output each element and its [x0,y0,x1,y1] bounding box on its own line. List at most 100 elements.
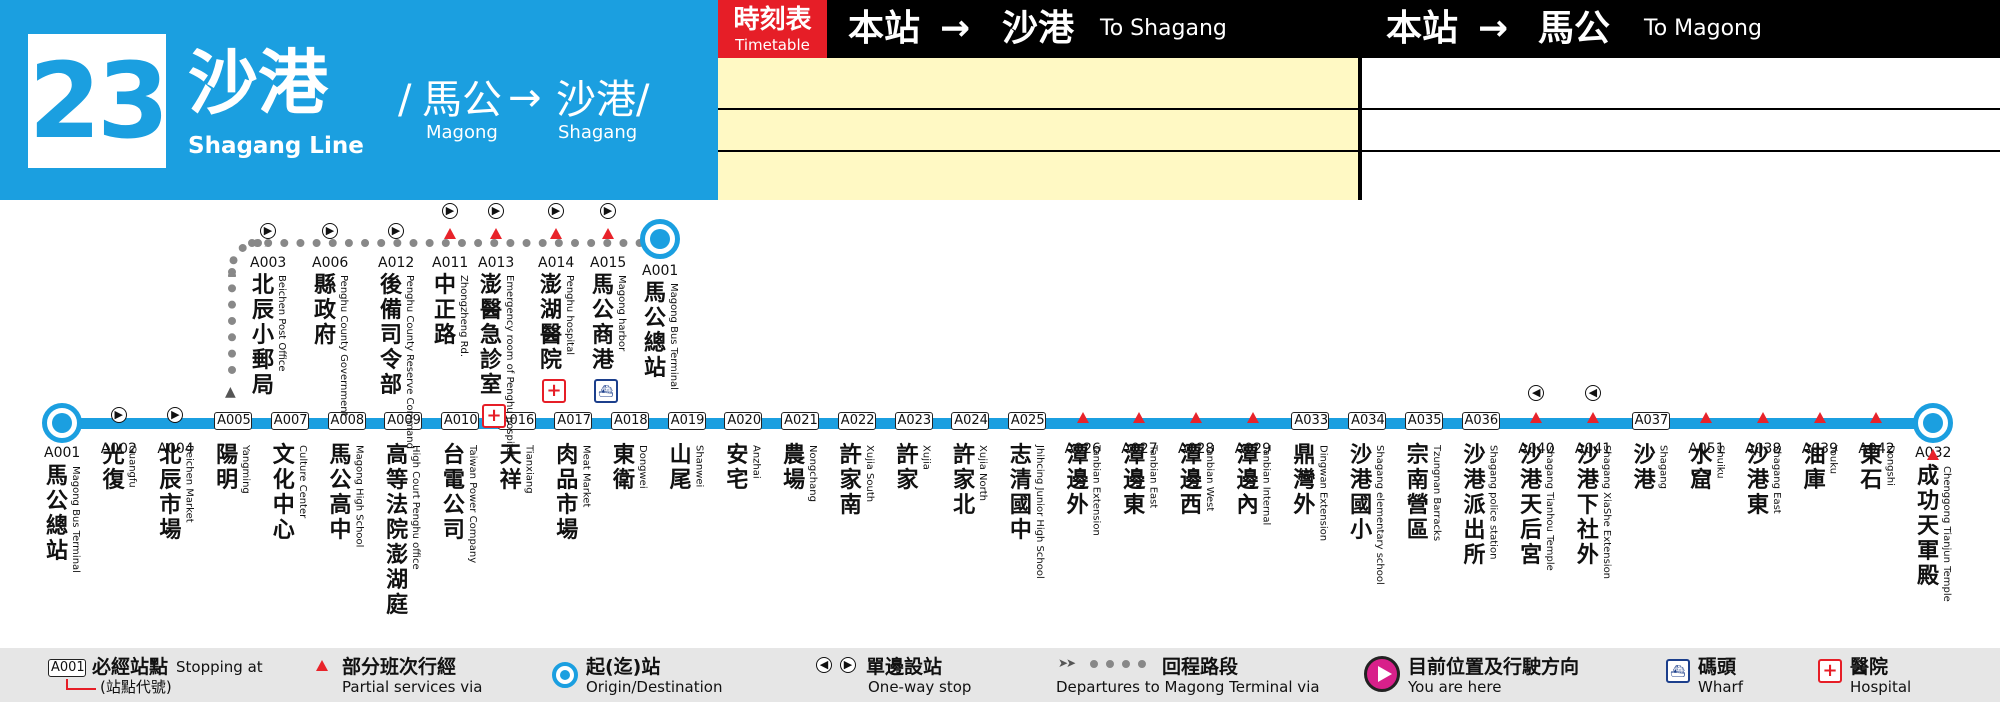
terminal-circle-icon [1913,403,1954,443]
timetable-label-chinese: 時刻表 [733,5,812,35]
timetable-label: 時刻表 Timetable [718,0,827,58]
stop-name-english: Tanbian Internal [1260,445,1272,526]
stop-code-box: A035 [1404,412,1443,430]
stop-code: A013 [478,255,515,271]
stop-name-english: High Court Penghu office [410,445,422,570]
stop-code-box: A018 [611,412,649,430]
stop-code: A040 [1518,441,1555,457]
partial-service-triangle-icon [1700,412,1713,423]
stop-code: A028 [1178,441,1215,457]
stop-name-chinese: 潭邊西 [1179,443,1202,518]
oneway-right-icon: ▶ [110,407,127,423]
stop-name-chinese: 沙港國小 [1350,443,1373,543]
stop-code-box: A021 [781,412,820,430]
stop-name-chinese: 成功天軍殿 [1917,464,1940,589]
timetable-divider [1358,0,1362,200]
stop-code-box: A020 [724,412,763,430]
legend-stop-code: A001 [48,659,86,677]
stop-code: A004 [157,441,194,457]
stop-code-box: A023 [894,412,933,430]
stop-name-english: Shagang elementary school [1374,445,1386,585]
stop-name-english: Penghu County Government [338,275,349,417]
stop-name-chinese: 山尾 [669,443,692,493]
legend-partial-chinese: 部分班次行經 [342,656,457,678]
return-path-vertical [228,268,236,374]
stop-name-chinese: 沙港下社外 [1576,443,1599,568]
route-line [62,418,1922,429]
stop-code-box: A016 [497,412,536,430]
partial-service-triangle-icon [1246,412,1259,423]
legend-stopping-english: Stopping at [176,658,263,676]
legend-return-chinese: 回程路段 [1162,656,1239,678]
timetable-row-line [718,108,2000,110]
stop-name-chinese: 油庫 [1803,443,1826,493]
stop-name-chinese: 沙港 [1633,443,1656,493]
stop-name-chinese: 北辰市場 [159,443,182,543]
stop-code: A038 [1745,441,1782,457]
stop-code: A012 [378,255,415,271]
legend-oneway-chinese: 單邊設站 [866,656,943,678]
timetable-row-line [718,150,2000,152]
return-path [248,239,660,247]
stop-name-english: Shuiku [1714,445,1726,479]
legend-you-are-here-english: You are here [1408,678,1502,696]
stop-name-chinese: 沙港派出所 [1463,443,1486,568]
stop-name-english: Dingwan Extension [1317,445,1329,542]
stop-name-chinese: 東衛 [612,443,635,493]
legend-origin-english: Origin/Destination [586,678,723,696]
timetable-left-from: 本站 [848,8,921,49]
oneway-right-icon: ▶ [167,407,184,423]
stop-name-english: Nongchang [807,445,819,502]
timetable-right-from: 本站 [1386,8,1459,49]
stop-name-chinese: 宗南營區 [1406,443,1429,543]
stop-name-english: Xujia North [977,445,989,502]
stop-code: A001 [642,263,679,279]
stop-name-chinese: 光復 [102,443,125,493]
stop-name-english: Emergency room of Penghu hospital [504,275,515,457]
legend-return-arrows-icon: ➤➤ [1058,656,1076,670]
stop-code: A006 [312,255,349,271]
stop-code: A014 [538,255,575,271]
legend-stop-code-pointer [66,688,96,690]
stop-name-chinese: 安宅 [726,443,749,493]
timetable-left-destination-english: To Shagang [1100,16,1227,41]
legend-wharf-chinese: 碼頭 [1698,656,1737,678]
stop-name-chinese: 馬公高中 [329,443,352,543]
oneway-left-icon: ◀ [1528,385,1545,401]
oneway-right-icon: ▶ [260,223,276,239]
oneway-right-icon: ▶ [442,203,458,219]
route-number-badge: 23 [28,34,169,168]
stop-code: A051 [1688,441,1725,457]
stop-name-english: Magong Bus Terminal [668,283,679,390]
direction-to-english: Shagang [558,122,638,143]
stop-name-english: Dongshi [1884,445,1896,486]
stop-name-chinese: 潭邊內 [1236,443,1259,518]
stop-name-chinese: 沙港東 [1746,443,1769,518]
oneway-left-icon: ◀ [1584,385,1601,401]
stop-code: A026 [1064,441,1101,457]
legend-stopping-chinese: 必經站點 [92,656,169,678]
line-name-chinese: 沙港 [188,42,328,124]
stop-code-box: A033 [1291,412,1330,430]
direction-from-english: Magong [426,122,498,143]
stop-name-chinese: 縣政府 [313,273,336,348]
stop-code-box: A007 [270,412,309,430]
stop-name-english: Jhihcing Junior High School [1033,445,1045,579]
terminal-circle-icon [42,403,82,443]
stop-name-english: Xujia [920,445,932,470]
stop-name-chinese: 潭邊東 [1123,443,1146,518]
legend-you-are-here-icon [1364,656,1400,692]
stop-name-chinese: 肉品市場 [556,443,579,543]
stop-name-chinese: 許家北 [953,443,976,518]
return-path-arrow-icon: ▲ [225,384,236,400]
partial-service-triangle-icon [1530,412,1543,423]
stop-name-chinese: 志清國中 [1009,443,1032,543]
partial-service-triangle-icon [602,228,614,239]
timetable-right-destination: 馬公 [1538,8,1611,49]
terminal-circle-icon [640,219,680,259]
stop-code-box: A022 [837,412,876,430]
legend-oneway-right-icon: ▶ [840,657,856,673]
stop-name-chinese: 馬公總站 [45,464,68,564]
stop-code-box: A009 [384,412,423,430]
